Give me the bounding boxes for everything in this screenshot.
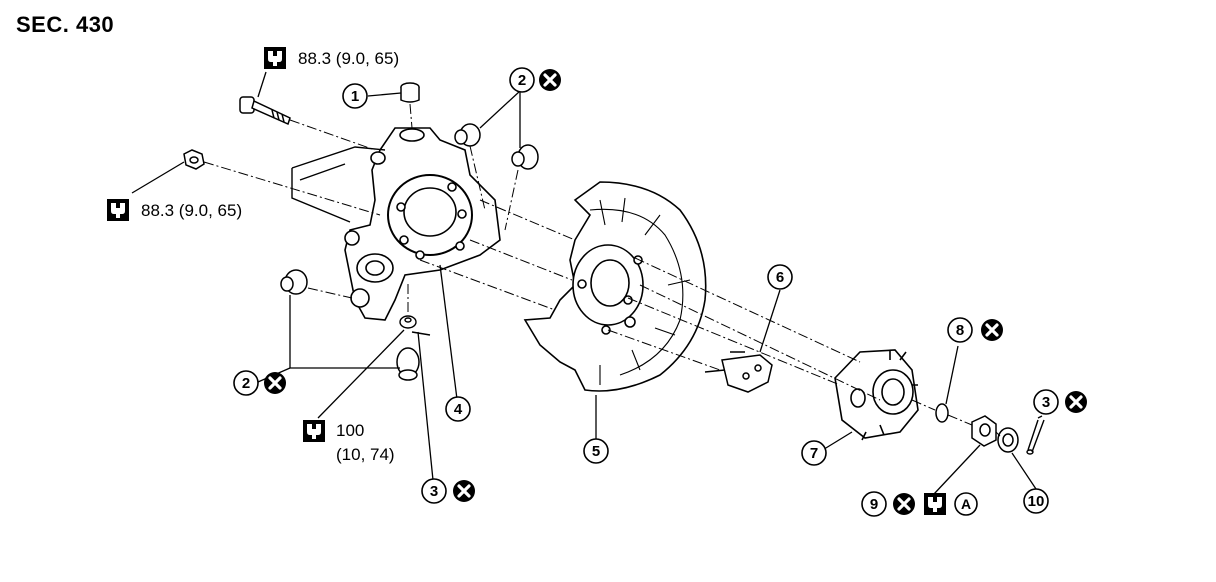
torque-wrench-icon [107,199,129,221]
do-not-reuse-x-icon [1063,389,1089,415]
callout-5: 5 [583,438,609,464]
svg-text:2: 2 [242,375,250,392]
assembly-centerlines [203,103,1001,437]
axle-nut-part-9 [971,415,997,447]
svg-text:8: 8 [956,322,964,339]
steering-knuckle [344,127,501,321]
upper-mounting-bolt [239,96,291,126]
svg-text:5: 5 [592,443,600,460]
cap-part-1 [400,82,420,103]
upper-nut [183,149,205,170]
section-title: SEC. 430 [16,12,115,37]
svg-text:7: 7 [810,445,818,462]
bushing-upper-a [454,123,481,147]
cotter-pin-lower [411,331,431,336]
svg-text:2: 2 [518,72,526,89]
callout-4: 4 [445,396,471,422]
torque-wrench-icon [264,47,286,69]
torque-wrench-icon [924,493,946,515]
do-not-reuse-x-icon [262,370,288,396]
callout-6: 6 [767,264,793,290]
callout-3-lower: 3 [421,478,477,504]
lower-washer [399,315,417,329]
svg-text:10: 10 [1028,493,1045,510]
do-not-reuse-x-icon [979,317,1005,343]
callout-8: 8 [947,317,1005,343]
torque-spec-lower-units: (10, 74) [336,445,395,464]
svg-text:3: 3 [1042,394,1050,411]
hub-bearing-assembly [834,349,919,441]
svg-text:9: 9 [870,496,878,513]
leader-lines [131,71,1043,495]
bushing-lower-b [396,347,420,381]
svg-text:6: 6 [776,269,784,286]
do-not-reuse-x-icon [537,67,563,93]
bushing-upper-b [511,144,539,170]
sensor-bracket [704,351,773,393]
callout-10: 10 [1023,488,1049,514]
callout-1: 1 [342,83,368,109]
torque-spec-upper-nut: 88.3 (9.0, 65) [141,201,243,220]
svg-text:1: 1 [351,88,359,105]
torque-spec-upper-bolt: 88.3 (9.0, 65) [298,49,400,68]
callout-2-lower: 2 [233,370,288,396]
do-not-reuse-x-icon [891,491,917,517]
cotter-pin-right [1026,419,1045,455]
callout-7: 7 [801,440,827,466]
svg-text:4: 4 [454,401,463,418]
do-not-reuse-x-icon [451,478,477,504]
callout-3-right: 3 [1033,389,1089,415]
upper-link-arm [291,146,386,223]
nut-retainer-part-10 [997,427,1019,453]
washer-part-8 [935,403,949,423]
backing-plate [523,181,707,392]
torque-wrench-icon [303,420,325,442]
svg-text:3: 3 [430,483,438,500]
torque-spec-lower-value: 100 [336,421,365,440]
bushing-lower-a [280,269,308,295]
callout-2-upper: 2 [509,67,563,93]
special-mark-a: A [961,496,971,512]
callout-9: 9 A [861,491,978,517]
